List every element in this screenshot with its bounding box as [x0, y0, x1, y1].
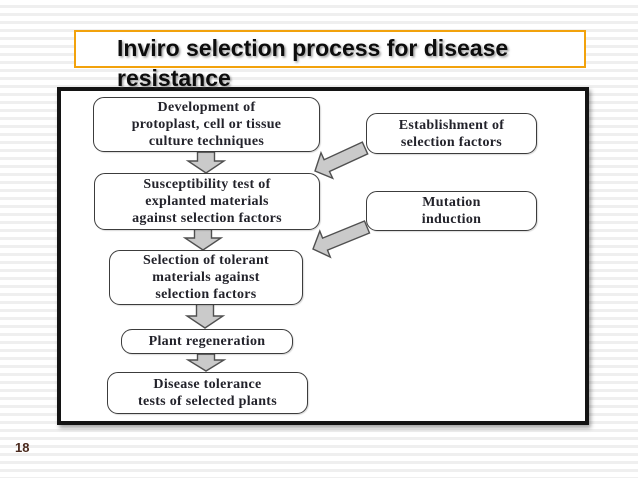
flow-node-disease: Disease tolerance tests of selected plan…	[107, 372, 308, 414]
flow-node-selection: Selection of tolerant materials against …	[109, 250, 303, 305]
title-box	[74, 30, 586, 68]
flow-node-develop: Development of protoplast, cell or tissu…	[93, 97, 320, 152]
flow-node-mutation: Mutation induction	[366, 191, 537, 231]
flow-node-regeneration: Plant regeneration	[121, 329, 293, 354]
flow-node-susceptibility: Susceptibility test of explanted materia…	[94, 173, 320, 230]
slide-title: Inviro selection process for disease res…	[117, 35, 509, 91]
flow-node-establishment: Establishment of selection factors	[366, 113, 537, 154]
page-number: 18	[15, 440, 30, 455]
